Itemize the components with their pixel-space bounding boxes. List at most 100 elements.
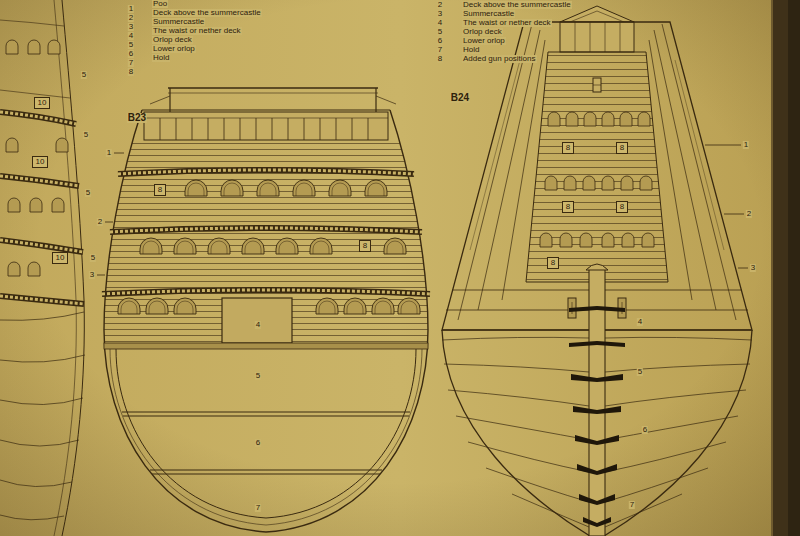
callout-number: 5 [81, 71, 87, 79]
callout-number: 10 [56, 254, 65, 262]
gunport-arch [221, 180, 243, 196]
figure-label: B23 [127, 113, 147, 123]
callout-number: 10 [36, 158, 45, 166]
legend-number: 6 [437, 37, 443, 45]
hull-planking [0, 480, 72, 487]
leader-line [724, 214, 744, 215]
deck-lines [150, 470, 382, 474]
midship-section-b23 [100, 142, 432, 343]
leader-line [705, 145, 748, 268]
hull-planking [0, 398, 83, 405]
window-arch [28, 40, 40, 54]
legend-number: 1 [128, 5, 134, 13]
legend-text: Deck above the summercastle [152, 9, 262, 17]
window-arch [580, 233, 592, 247]
midship-section-b23 [97, 88, 432, 532]
midship-section-b23 [142, 110, 390, 111]
window-arch [560, 233, 572, 247]
partial-stern-figure [62, 0, 84, 536]
upper-rail [170, 88, 376, 112]
legend-text: Hold [152, 54, 170, 62]
legend-text: Orlop deck [152, 36, 193, 44]
callout-number: 8 [620, 203, 624, 211]
rope-wale [118, 170, 414, 174]
page-ground [788, 0, 800, 536]
callout-box: 10 [32, 156, 48, 168]
legend-text: The waist or nether deck [462, 19, 552, 27]
callout-number: 2 [746, 210, 752, 218]
window-arch [540, 112, 654, 247]
transom-panel [526, 52, 668, 282]
callout-number: 5 [85, 189, 91, 197]
hull-planking [0, 312, 84, 320]
inner-hull [116, 349, 416, 518]
partial-stern-figure [0, 20, 64, 26]
callout-box: 8 [359, 240, 371, 252]
gunport-arch [310, 238, 332, 254]
legend-text: Added gun positions [462, 55, 537, 63]
balustrade [160, 118, 368, 140]
partial-stern-figure [0, 0, 85, 536]
rope-wale [102, 170, 430, 294]
callout-number: 2 [97, 218, 103, 226]
rudder-pintle [571, 374, 623, 382]
upper-rail [150, 96, 396, 104]
rudder-pintle [569, 341, 625, 347]
window-arch [566, 112, 578, 126]
hull-planking [0, 355, 85, 362]
stern-top [560, 22, 634, 52]
page-ground [771, 0, 773, 536]
rudder-pintle [579, 494, 615, 505]
window-arch [583, 176, 595, 190]
stern-ladder [593, 78, 601, 92]
legend-number: 5 [437, 28, 443, 36]
legend-text: Poo [152, 0, 168, 8]
window-arch [52, 198, 64, 212]
rope-wale [0, 176, 79, 186]
callout-number: 5 [255, 372, 261, 380]
rope-wale [0, 240, 83, 252]
window-arch [564, 176, 576, 190]
leader-line [705, 145, 741, 146]
window-arch [584, 112, 596, 126]
hull-planking [0, 312, 85, 520]
gunport-arch [174, 238, 196, 254]
window-arch [621, 176, 633, 190]
stern-view-b24 [570, 11, 624, 22]
gunport-arch [276, 238, 298, 254]
legend-number: 4 [437, 19, 443, 27]
partial-stern-figure [54, 0, 76, 536]
gunport-arch [118, 180, 420, 314]
legend-number: 6 [128, 50, 134, 58]
leader-line [97, 153, 124, 275]
legend-number: 8 [437, 55, 443, 63]
midship-section-b23 [104, 110, 428, 532]
window-arch [540, 233, 552, 247]
rudder [568, 264, 626, 536]
legend-text: Hold [462, 46, 480, 54]
rope-wale [0, 296, 84, 304]
gunport-arch [384, 238, 406, 254]
callout-number: 4 [255, 321, 261, 329]
hull-planking [442, 337, 589, 527]
gunport-arch [293, 180, 315, 196]
rudder-pintle [573, 406, 621, 414]
rudder-pintle [575, 435, 619, 445]
leader-line [97, 275, 105, 276]
window-arch [6, 40, 68, 276]
callout-number: 8 [158, 186, 162, 194]
window-arch [48, 40, 60, 54]
rudder-pintle [569, 306, 625, 312]
callout-number: 8 [363, 242, 367, 250]
upper-rail [150, 88, 396, 112]
window-arch [622, 233, 634, 247]
callout-box: 8 [562, 201, 574, 213]
legend-number: 5 [128, 41, 134, 49]
callout-box: 8 [616, 201, 628, 213]
window-arch [6, 138, 18, 152]
upper-rail [168, 93, 378, 94]
gunport-arch [146, 298, 168, 314]
